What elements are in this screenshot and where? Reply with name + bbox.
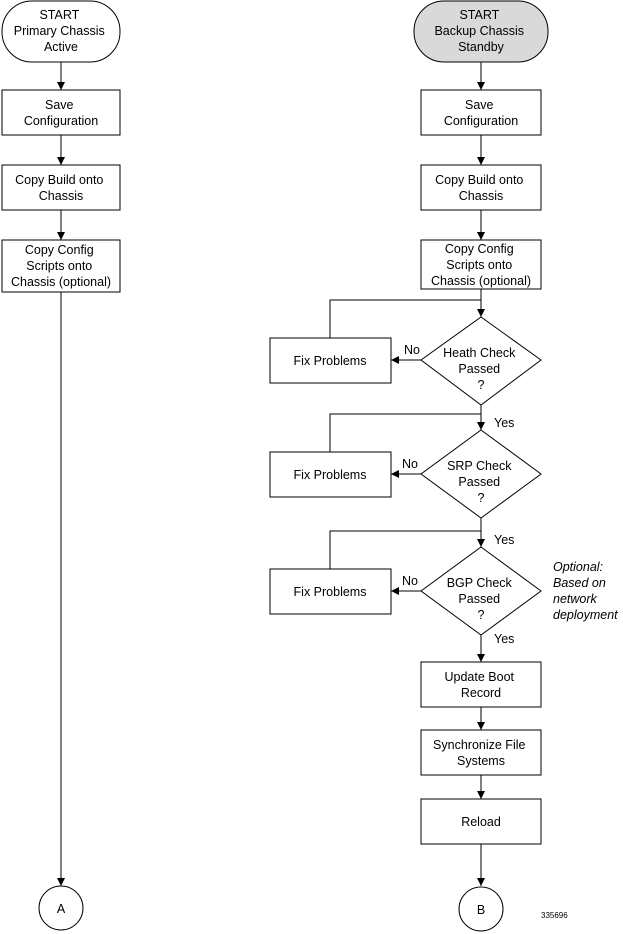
label-no-2: No <box>402 457 418 471</box>
update-boot-record-node: Update Boot Record <box>420 661 542 708</box>
svg-text:Copy Config Scripts onto: Copy Config Scripts onto Chassis (option… <box>11 243 111 289</box>
svg-text:Synchronize File Systems: Synchronize File Systems <box>433 738 529 768</box>
bgp-check-decision: BGP Check Passed ? <box>420 546 542 636</box>
label-no-3: No <box>402 574 418 588</box>
right-start-node: START Backup Chassis Standby <box>413 0 549 63</box>
edge-fix1-loop <box>329 299 481 338</box>
label-no-1: No <box>404 343 420 357</box>
svg-text:B: B <box>477 903 485 917</box>
svg-text:START Primary Chassis: START Primary Chassis Active <box>14 8 108 54</box>
right-copy-config-node: Copy Config Scripts onto Chassis (option… <box>420 239 542 290</box>
svg-text:Save Configuration: Save Configuration <box>444 98 518 128</box>
svg-text:SRP Check Passed ?: SRP Check Passed ? <box>447 459 515 505</box>
svg-text:Reload: Reload <box>461 815 501 829</box>
left-copy-config-node: Copy Config Scripts onto Chassis (option… <box>1 239 121 293</box>
connector-b: B <box>458 886 504 932</box>
svg-text:Copy Config Scripts onto: Copy Config Scripts onto Chassis (option… <box>431 242 531 288</box>
svg-text:Save Configuration: Save Configuration <box>24 98 98 128</box>
svg-text:Update Boot Record: Update Boot Record <box>445 670 518 700</box>
left-copy-build-node: Copy Build onto Chassis <box>1 164 121 211</box>
svg-text:Heath Check Passed: Heath Check Passed ? <box>443 346 519 392</box>
fix-problems-2: Fix Problems <box>269 451 392 498</box>
figure-number: 335696 <box>541 911 568 920</box>
svg-text:Fix Problems: Fix Problems <box>294 354 367 368</box>
svg-text:BGP Check Passed ?: BGP Check Passed ? <box>447 576 516 622</box>
optional-note: Optional: Based on network deployment <box>553 560 618 622</box>
srp-check-decision: SRP Check Passed ? <box>420 429 542 519</box>
right-save-node: Save Configuration <box>420 89 542 136</box>
right-copy-build-node: Copy Build onto Chassis <box>420 164 542 211</box>
synchronize-file-systems-node: Synchronize File Systems <box>420 729 542 776</box>
svg-text:Copy Build onto Chassis: Copy Build onto Chassis <box>15 173 107 203</box>
reload-node: Reload <box>420 798 542 845</box>
svg-text:Copy Build onto Chassis: Copy Build onto Chassis <box>435 173 527 203</box>
svg-text:Fix Problems: Fix Problems <box>294 468 367 482</box>
left-save-node: Save Configuration <box>1 89 121 136</box>
svg-text:Fix Problems: Fix Problems <box>294 585 367 599</box>
label-yes-2: Yes <box>494 533 514 547</box>
label-yes-1: Yes <box>494 416 514 430</box>
health-check-decision: Heath Check Passed ? <box>420 316 542 406</box>
label-yes-3: Yes <box>494 632 514 646</box>
connector-a: A <box>38 885 84 931</box>
edge-fix2-loop <box>329 413 481 452</box>
fix-problems-3: Fix Problems <box>269 568 392 615</box>
svg-text:START Backup Chassis: START Backup Chassis Standby <box>434 8 527 54</box>
left-start-node: START Primary Chassis Active <box>1 0 121 63</box>
svg-text:A: A <box>57 902 66 916</box>
fix-problems-1: Fix Problems <box>269 337 392 384</box>
edge-fix3-loop <box>329 530 481 569</box>
